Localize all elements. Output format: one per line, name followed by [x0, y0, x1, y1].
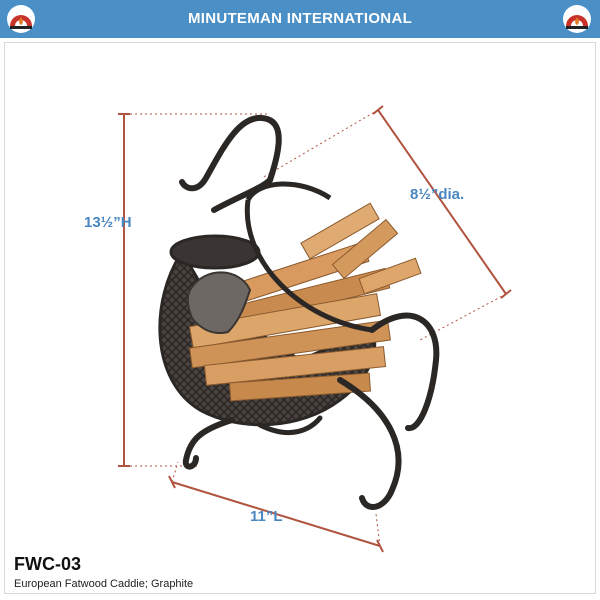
height-dimension: [118, 113, 270, 467]
image-frame: [4, 42, 596, 594]
header-bar: MINUTEMAN INTERNATIONAL: [0, 0, 600, 38]
model-number: FWC-03: [14, 554, 81, 574]
length-dimension: [168, 461, 384, 553]
length-label: 11”L: [250, 508, 283, 525]
product-description: European Fatwood Caddie; Graphite: [14, 578, 194, 590]
fireplace-logo-icon: [563, 5, 591, 33]
height-label: 13½”H: [84, 214, 132, 231]
fatwood-caddie: [158, 115, 440, 510]
brand-title: MINUTEMAN INTERNATIONAL: [187, 10, 413, 27]
fireplace-logo-icon: [7, 5, 35, 33]
diameter-label: 8½”dia.: [410, 186, 465, 203]
